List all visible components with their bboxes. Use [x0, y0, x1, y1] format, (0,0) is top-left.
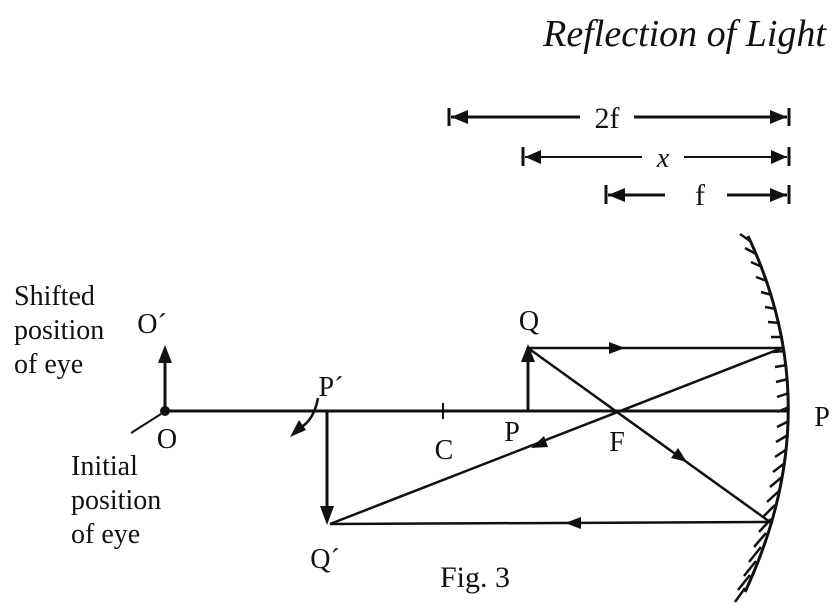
dimension-f	[604, 185, 791, 204]
ray-1	[329, 342, 783, 526]
label-p-pole: P	[814, 402, 830, 433]
label-f: f	[695, 179, 705, 212]
image-point-pointer	[290, 397, 320, 437]
shifted-eye-arrow	[158, 345, 172, 411]
ray-2-return-arrowhead	[565, 517, 581, 529]
dimension-2f	[447, 108, 791, 126]
svg-text:position: position	[14, 315, 104, 346]
dimension-x	[521, 147, 791, 166]
figure-caption: Fig. 3	[440, 561, 510, 594]
label-x: x	[656, 143, 670, 174]
concave-mirror	[733, 232, 790, 603]
svg-text:of eye: of eye	[71, 519, 140, 550]
ray-2	[329, 346, 771, 529]
label-p-object: P	[504, 417, 520, 448]
svg-text:position: position	[71, 485, 161, 516]
label-q-prime: Q´	[310, 544, 340, 575]
svg-text:of eye: of eye	[14, 349, 83, 380]
page-title: Reflection of Light	[542, 13, 827, 55]
initial-eye-pointer	[130, 413, 162, 434]
ray-1-arrowhead	[609, 342, 625, 354]
ray-1-return-arrowhead	[531, 436, 548, 448]
initial-position-label: Initial position of eye	[71, 451, 161, 550]
shifted-position-label: Shifted position of eye	[14, 281, 104, 380]
object-arrow	[521, 344, 535, 411]
ray-2-arrowhead	[671, 448, 687, 462]
label-2f: 2f	[595, 102, 620, 135]
svg-text:Shifted: Shifted	[14, 281, 95, 312]
label-o: O	[157, 424, 177, 455]
label-p-prime: P´	[319, 372, 344, 403]
label-o-prime: O´	[137, 309, 167, 340]
svg-text:Initial: Initial	[71, 451, 138, 482]
label-q: Q	[519, 306, 539, 337]
image-arrow	[320, 411, 334, 525]
label-f-focus: F	[609, 427, 625, 458]
label-c: C	[435, 435, 454, 466]
